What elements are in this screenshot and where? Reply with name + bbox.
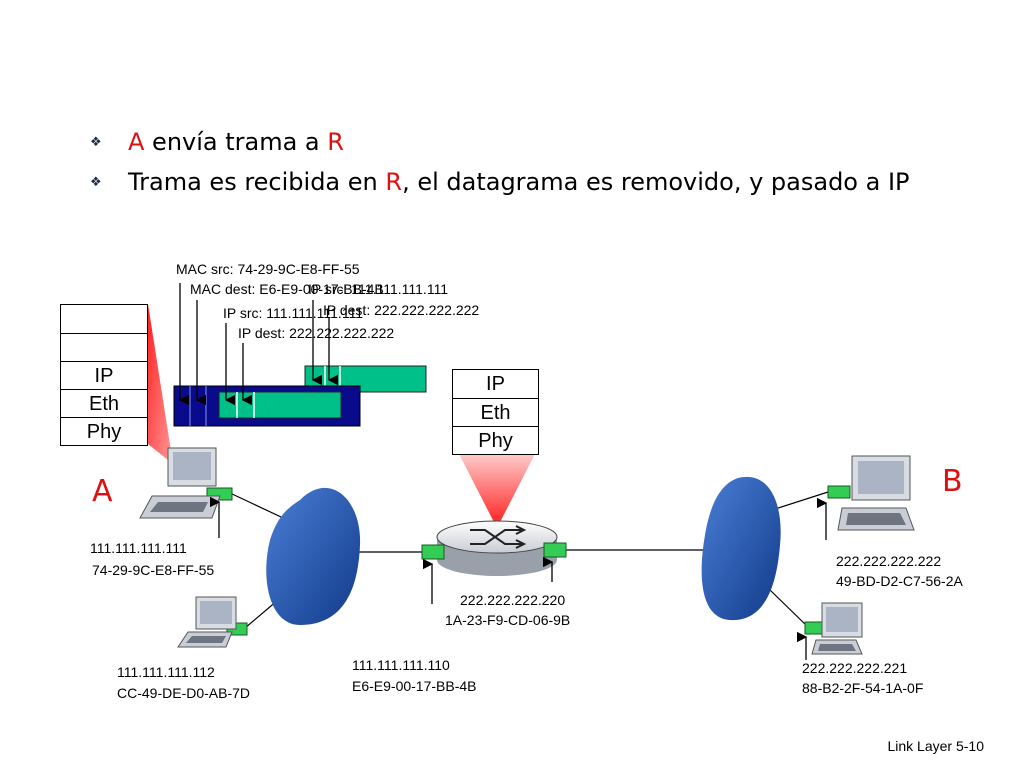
host-b2-ip: 222.222.222.221 xyxy=(802,660,908,676)
datagram-in-frame xyxy=(218,391,342,419)
nic-router-left xyxy=(421,544,445,560)
red-text-span: A xyxy=(128,128,145,156)
host-a-mac: 74-29-9C-E8-FF-55 xyxy=(92,562,215,578)
red-text-span: R xyxy=(327,128,344,156)
red-text-span: R xyxy=(385,168,403,196)
bullet-text-1: A envía trama a R xyxy=(128,128,344,156)
subnet-right-cloud xyxy=(701,476,781,621)
label-ip-src: IP src: 111.111.111.111 xyxy=(223,305,364,321)
frame-illustration xyxy=(173,365,427,427)
slide-footer: Link Layer 5-10 xyxy=(887,738,984,754)
host-b-mac: 49-BD-D2-C7-56-2A xyxy=(836,573,963,589)
link-cloud-b2 xyxy=(769,589,809,628)
text-span: Trama es recibida en xyxy=(128,168,386,196)
node-label-a: A xyxy=(92,474,113,509)
stack-layer-phy: Phy xyxy=(453,426,538,454)
zoom-beam-host-a xyxy=(148,304,173,464)
nic-host-b xyxy=(827,485,851,499)
diamond-bullet-icon: ❖ xyxy=(90,174,102,190)
bullet-list: ❖ A envía trama a R ❖ Trama es recibida … xyxy=(90,122,910,202)
label-ip-dest-top: IP dest: 222.222.222.222 xyxy=(323,302,480,318)
host-b2-mac: 88-B2-2F-54-1A-0F xyxy=(802,680,924,696)
stack-layer xyxy=(61,305,147,333)
router-right-mac: 1A-23-F9-CD-06-9B xyxy=(445,612,571,628)
computer-host-a-icon xyxy=(139,447,221,519)
diamond-bullet-icon: ❖ xyxy=(90,134,102,150)
router-right-ip: 222.222.222.220 xyxy=(460,592,566,608)
stack-layer-ip: IP xyxy=(61,361,147,389)
router-icon xyxy=(436,520,558,576)
router-left-mac: E6-E9-00-17-BB-4B xyxy=(352,678,477,694)
stack-layer-eth: Eth xyxy=(61,389,147,417)
stack-layer-ip: IP xyxy=(486,373,505,395)
router-protocol-stack: IP Eth Phy xyxy=(452,369,539,455)
label-ip-dest: IP dest: 222.222.222.222 xyxy=(238,325,395,341)
router-left-ip: 111.111.111.110 xyxy=(352,657,450,673)
host-b-ip: 222.222.222.222 xyxy=(836,553,942,569)
bullet-item-2: ❖ Trama es recibida en R, el datagrama e… xyxy=(90,162,910,202)
bullet-item-1: ❖ A envía trama a R xyxy=(90,122,910,162)
computer-host-a2-icon xyxy=(177,596,237,648)
stack-layer xyxy=(61,333,147,361)
label-mac-src: MAC src: 74-29-9C-E8-FF-55 xyxy=(176,261,360,277)
text-span: , el datagrama es removido, y pasado a I… xyxy=(402,168,910,196)
stack-layer-phy: Phy xyxy=(61,417,147,445)
computer-host-b-icon xyxy=(837,455,915,531)
host-a-ip: 111.111.111.111 xyxy=(90,540,187,556)
label-mac-dest: MAC dest: E6-E9-00-17-BB-4B xyxy=(190,281,384,297)
zoom-beam-router xyxy=(458,452,536,528)
nic-router-right xyxy=(543,542,567,558)
label-ip-src-top: IP src: 111.111.111.111 xyxy=(308,281,449,297)
subnet-left-cloud xyxy=(266,487,361,625)
link-a2-cloud xyxy=(244,599,279,629)
bullet-text-2: Trama es recibida en R, el datagrama es … xyxy=(128,168,910,196)
text-span: envía trama a xyxy=(144,128,328,156)
link-cloud-b xyxy=(771,491,829,511)
host-a2-mac: CC-49-DE-D0-AB-7D xyxy=(117,685,251,701)
host-a-protocol-stack: IP Eth Phy xyxy=(60,304,148,446)
computer-host-b2-icon xyxy=(811,602,863,655)
node-label-b: B xyxy=(942,464,963,499)
host-a2-ip: 111.111.111.112 xyxy=(117,664,215,680)
stack-layer-eth: Eth xyxy=(453,398,538,426)
